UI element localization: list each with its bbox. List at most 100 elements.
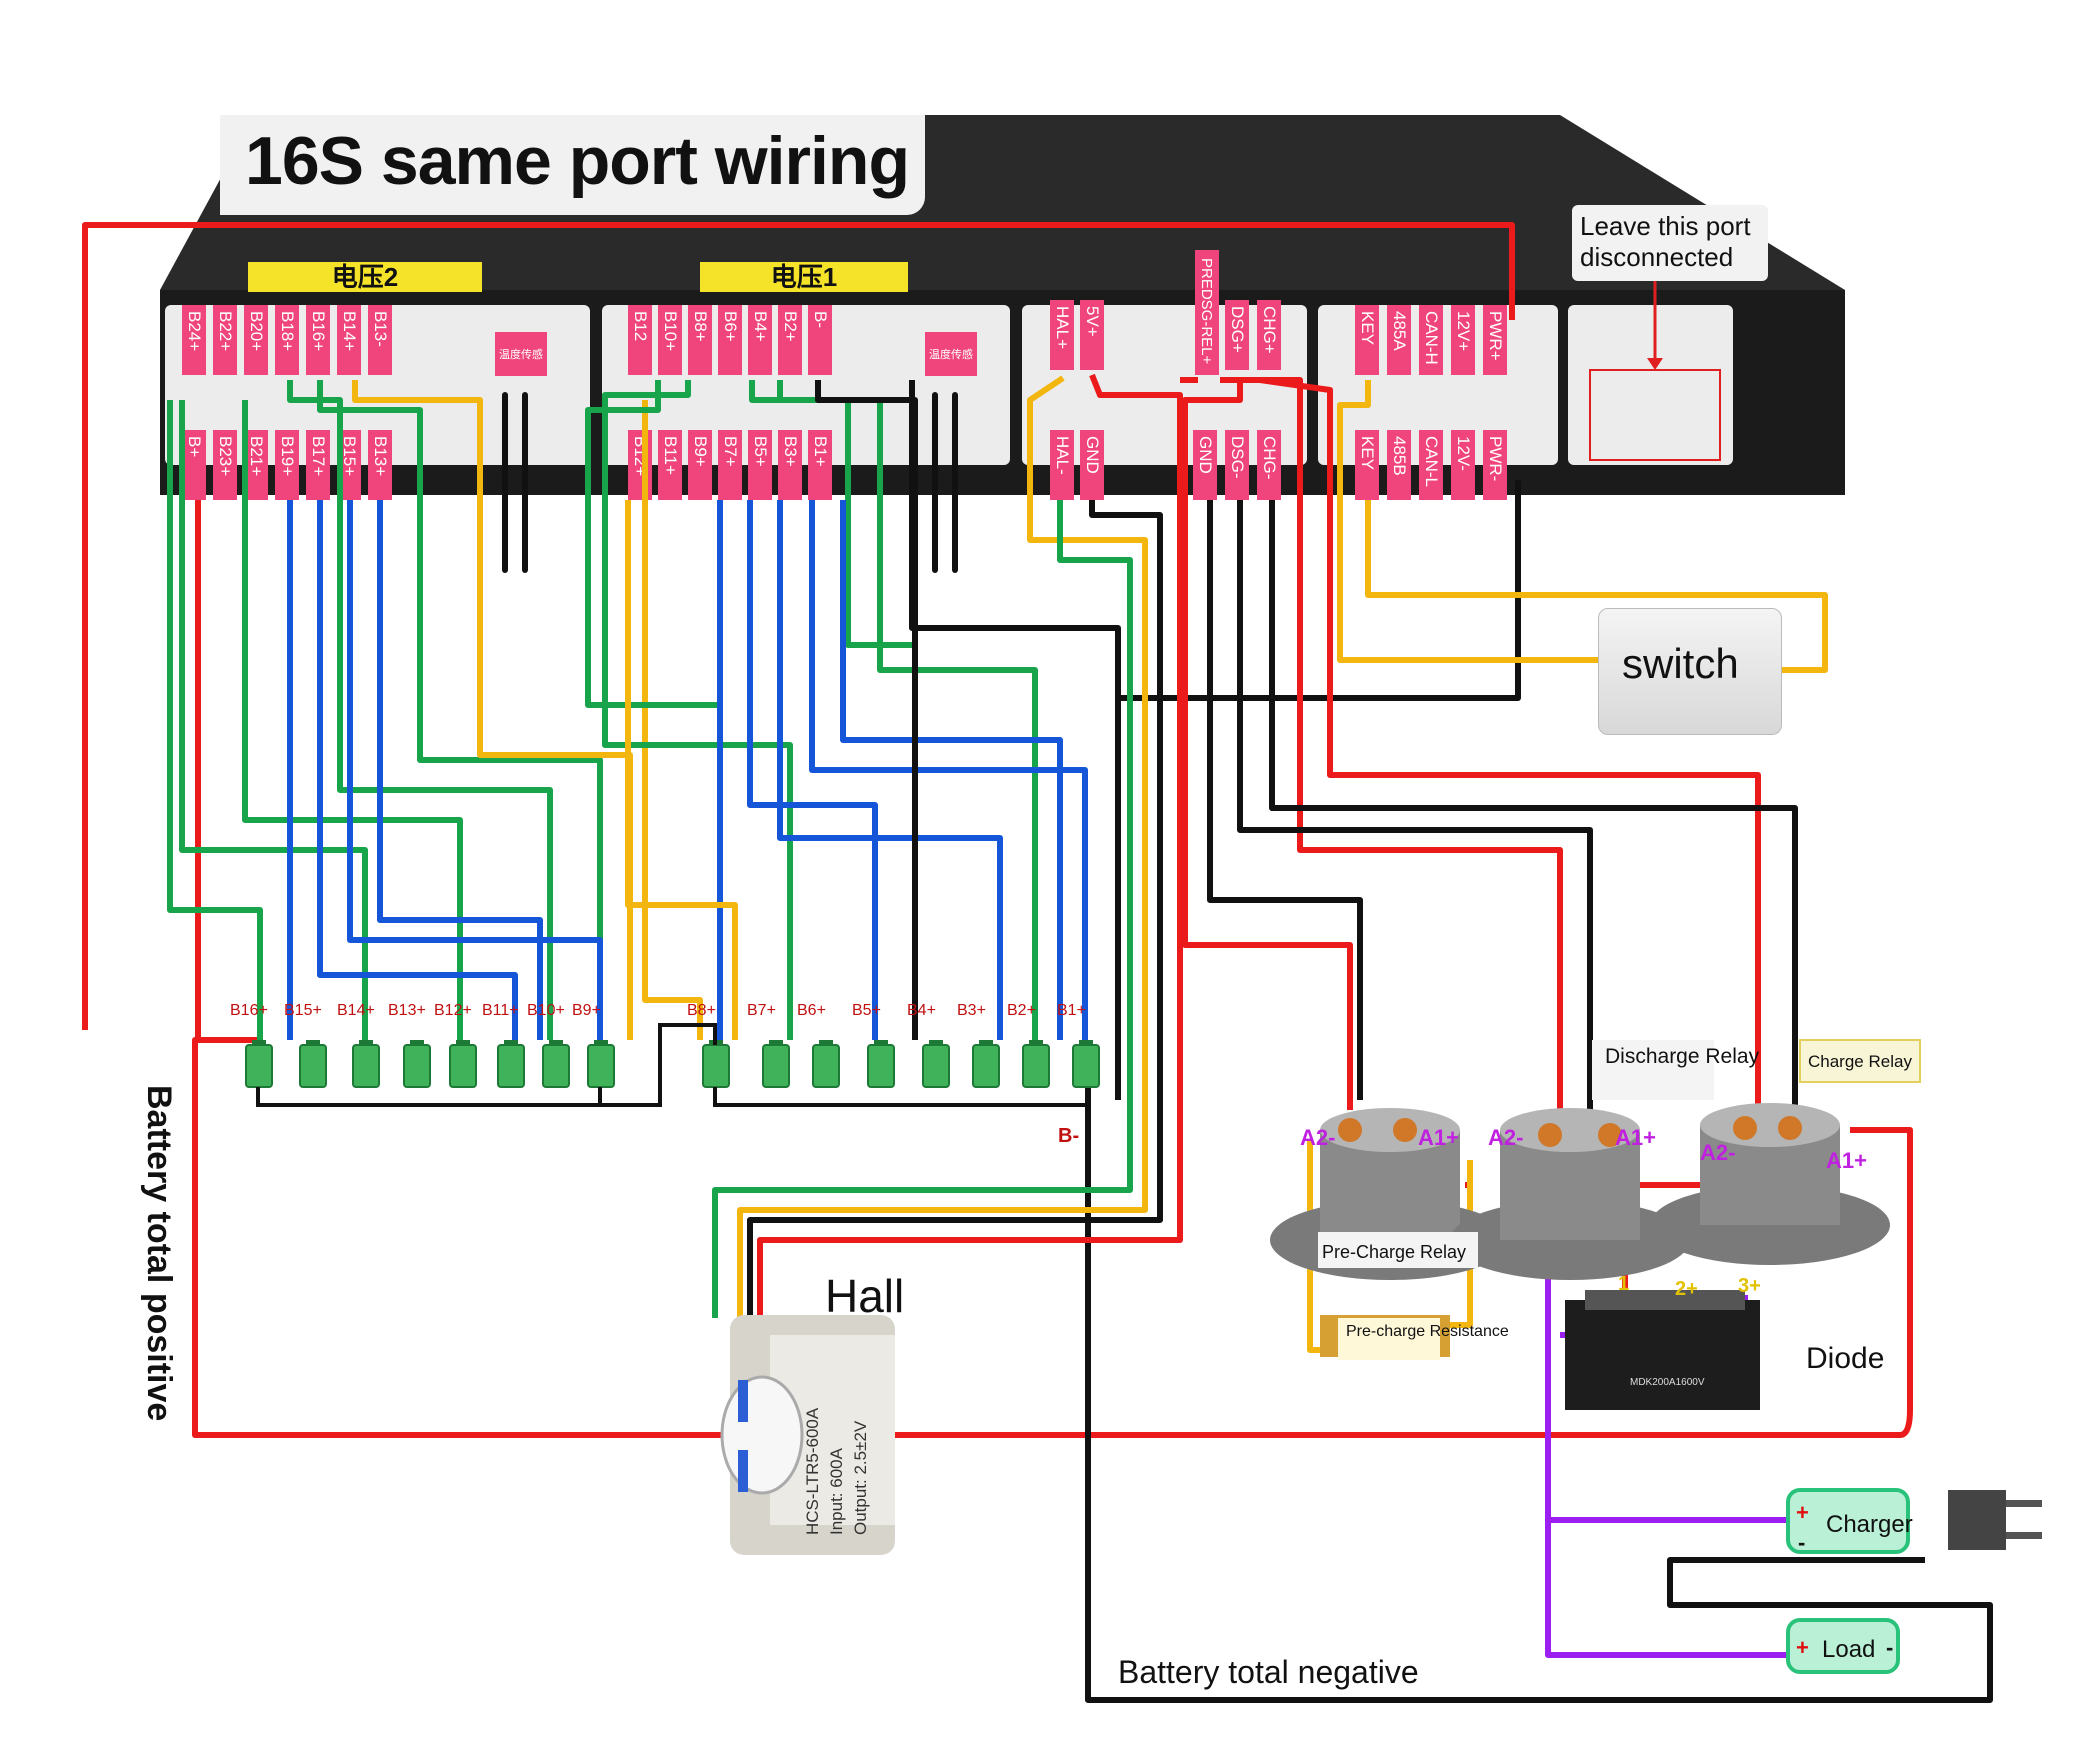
battery-cell-icon: [922, 1044, 950, 1088]
pin-label-p4t-3: 12V+: [1454, 311, 1473, 351]
wire-red-0: [82, 222, 1515, 1030]
charger-plus: +: [1796, 1500, 1809, 1525]
pin-p1b-4: [306, 430, 330, 500]
pin-label-p4b-1: 485B: [1390, 436, 1409, 476]
pin-p1t-3: [275, 305, 299, 375]
battery-cell-cap: [456, 1040, 470, 1046]
pin-p4t-3: [1451, 305, 1475, 375]
temp-label-1: [495, 332, 547, 376]
pin-p1t-4: [306, 305, 330, 375]
diode-terminal-1: 1: [1618, 1273, 1629, 1295]
battery-cell-cap: [504, 1040, 518, 1046]
pin-label-p3b2-0: GND: [1196, 436, 1215, 474]
pin-p2b-1: [658, 430, 682, 500]
wire-black-3: [1085, 1090, 1993, 1703]
cell-label-6: B10+: [527, 1002, 565, 1019]
discharge-relay-label: Discharge Relay: [1605, 1045, 1760, 1068]
precharge-a2-label: A2-: [1300, 1125, 1335, 1150]
wire-blue-35: [317, 500, 518, 1040]
wire-black-23: [1269, 500, 1798, 1110]
wire-yellow-38: [642, 400, 703, 1040]
discharge-a1-label: A1+: [1615, 1125, 1656, 1150]
battery-cell-cap: [769, 1040, 783, 1046]
pin-p2b-4: [748, 430, 772, 500]
charger-box: [1786, 1488, 1910, 1554]
plug-icon: [1948, 1490, 2042, 1550]
precharge-a1-label: A1+: [1418, 1125, 1459, 1150]
pin-label-p2t-6: B-: [811, 311, 830, 328]
cell-label-13: B3+: [957, 1002, 986, 1019]
battery-cell-icon: [352, 1044, 380, 1088]
cell-label-5: B11+: [482, 1002, 519, 1019]
hall-sensor: [720, 1315, 895, 1555]
cell-label-10: B6+: [797, 1002, 826, 1019]
thermistor-icon: [502, 392, 958, 573]
diode-terminal-2: 2+: [1675, 1278, 1698, 1300]
cell-label-2: B14+: [337, 1002, 375, 1019]
pin-p1t-2: [244, 305, 268, 375]
pin-p3b-1: [1080, 430, 1104, 500]
connector-port-1: [165, 305, 590, 465]
cell-label-7: B9+: [572, 1002, 601, 1019]
total-positive-label: Battery total positive: [140, 1085, 178, 1422]
pin-p1t-5: [337, 305, 361, 375]
pin-label-p3t2-1: CHG+: [1260, 306, 1279, 354]
pin-label-p3b-1: GND: [1083, 436, 1102, 474]
pin-label-p4b-0: KEY: [1358, 436, 1377, 470]
battery-cell-cap: [410, 1040, 424, 1046]
battery-cell-icon: [972, 1044, 1000, 1088]
pin-label-p4b-2: CAN-L: [1422, 436, 1441, 487]
pin-label-p3t-2: PREDSG-REL+: [1198, 258, 1215, 365]
pin-label-p2t-1: B10+: [661, 311, 680, 351]
pin-p2t-1: [658, 305, 682, 375]
battery-cell-icon: [1022, 1044, 1050, 1088]
pin-p3b2-1: [1225, 430, 1249, 500]
pin-p2t-0: [628, 305, 652, 375]
pin-p3t-1: [1080, 300, 1104, 370]
pin-p1b-0: [182, 430, 206, 500]
wire-blue-37: [377, 500, 543, 1040]
disconnected-port-note: Leave this port disconnected: [1572, 205, 1768, 281]
pin-label-p1b-2: B21+: [247, 436, 266, 476]
diode-module: [1565, 1300, 1760, 1410]
title-background: [220, 115, 925, 215]
pin-p4t-4: [1483, 305, 1507, 375]
battery-cell-cap: [1029, 1040, 1043, 1046]
pin-label-p4b-3: 12V-: [1454, 436, 1473, 471]
pin-p3b2-2: [1257, 430, 1281, 500]
pin-label-p2b-5: B3+: [781, 436, 800, 467]
wire-black-21: [1237, 500, 1593, 1110]
charge-relay: [1650, 1103, 1890, 1265]
battery-cell-cap: [1079, 1040, 1093, 1046]
wire-green-40: [602, 380, 793, 1040]
wire-yellow-14: [737, 375, 1148, 1318]
pin-label-p2b-4: B5+: [751, 436, 770, 467]
voltage2-tag-text: 电压2: [332, 262, 398, 292]
pin-label-p2t-4: B4+: [751, 311, 770, 342]
battery-cell-cap: [306, 1040, 320, 1046]
temp-label-2-text: 温度传感: [929, 347, 973, 361]
pin-p1t-6: [368, 305, 392, 375]
pin-p3b-0: [1050, 430, 1074, 500]
pin-p4b-1: [1387, 430, 1411, 500]
pin-label-p1t-6: B13-: [371, 311, 390, 347]
note-arrow-head: [1647, 358, 1663, 370]
temp-label-2: [925, 332, 977, 376]
pin-p4t-0: [1355, 305, 1379, 375]
pin-p4b-2: [1419, 430, 1443, 500]
pin-label-p1b-6: B13+: [371, 436, 390, 476]
pin-label-p2t-0: B12: [631, 311, 650, 341]
battery-cell-cap: [929, 1040, 943, 1046]
battery-cell-cap: [549, 1040, 563, 1046]
pin-label-p3t-1: 5V+: [1083, 306, 1102, 337]
charge-a2-label: A2-: [1700, 1140, 1735, 1165]
cell-label-15: B1+: [1057, 1002, 1086, 1019]
wire-red-24: [1182, 380, 1353, 1110]
pin-p3t-0: [1050, 300, 1074, 370]
battery-cell-icon: [299, 1044, 327, 1088]
cell-label-0: B16+: [230, 1002, 268, 1019]
wire-green-32: [317, 380, 603, 1040]
wire-blue-36: [347, 500, 603, 1040]
battery-cell-cap: [979, 1040, 993, 1046]
